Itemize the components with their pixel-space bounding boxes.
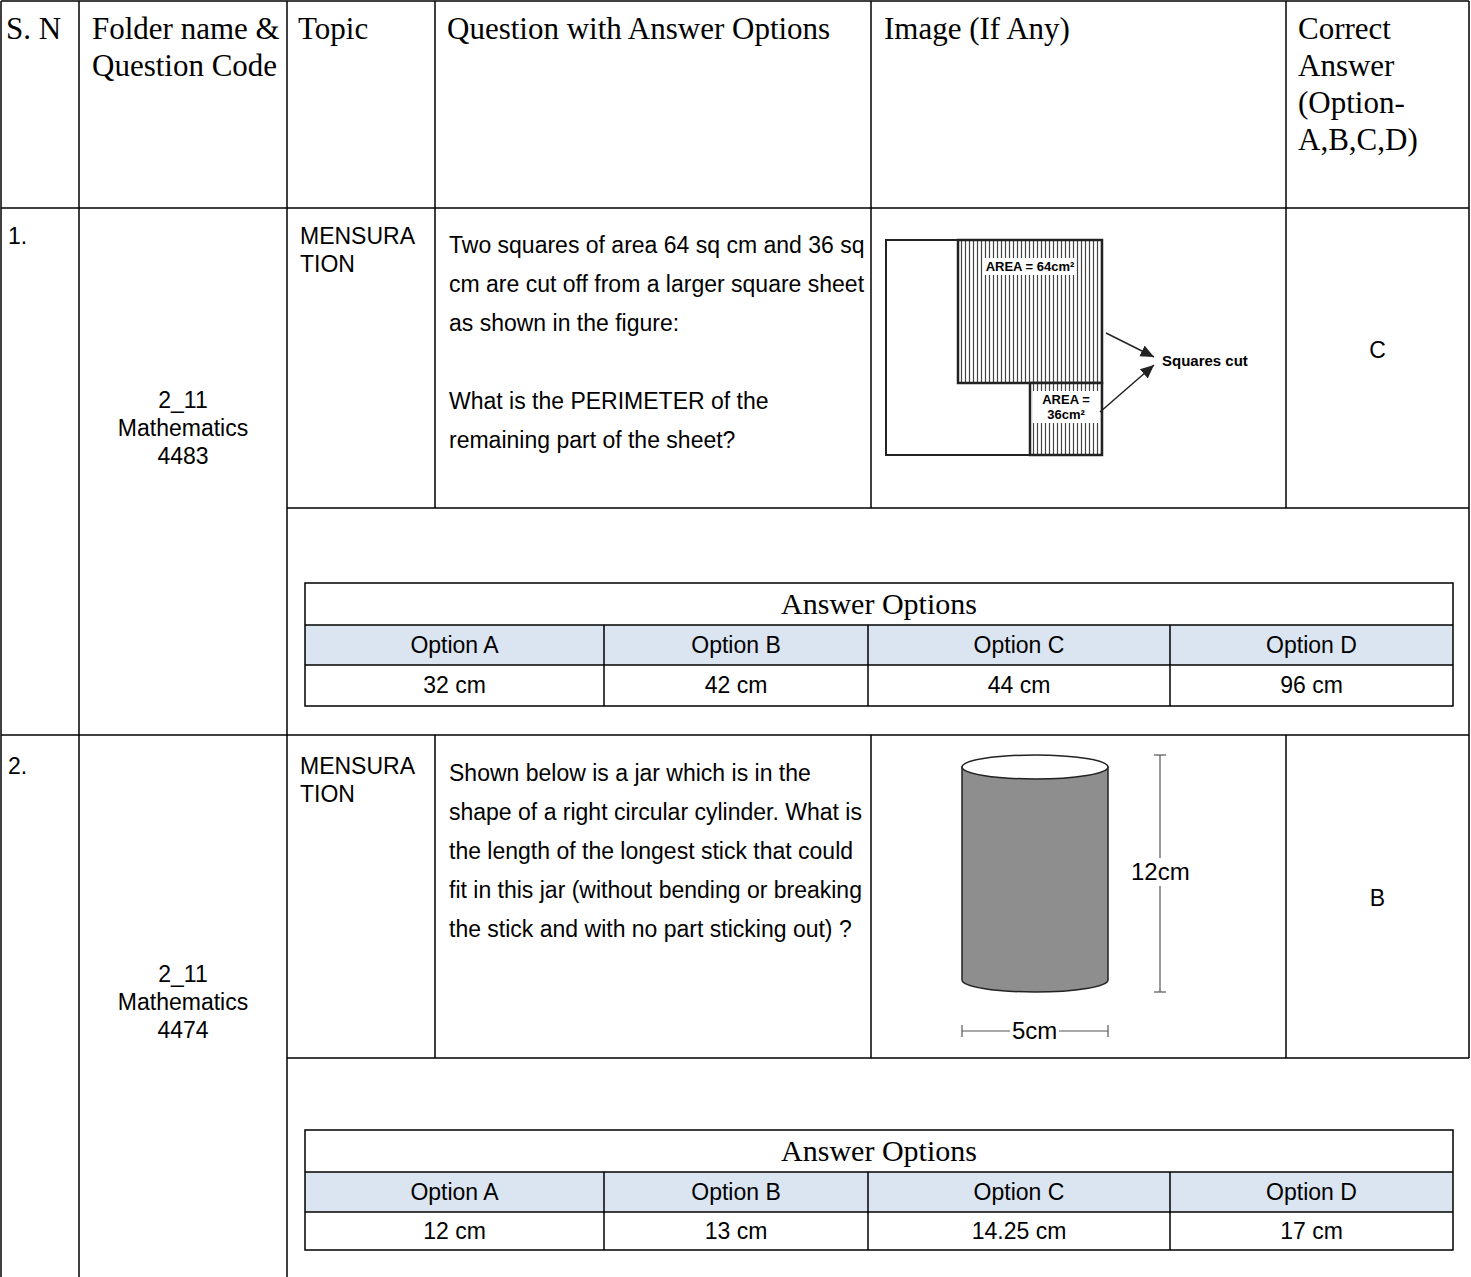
square-sheet-figure <box>886 240 1154 455</box>
question-text: What is the PERIMETER of the remaining p… <box>449 382 865 460</box>
subtable-title: Answer Options <box>305 1132 1453 1170</box>
option-value: 14.25 cm <box>868 1213 1170 1249</box>
topic-cell: MENSURATION <box>300 222 418 278</box>
option-value: 42 cm <box>604 667 868 703</box>
option-header: Option A <box>305 1174 604 1210</box>
area-label: AREA = 36cm² <box>1033 391 1099 423</box>
header-cell: S. N <box>6 10 76 47</box>
area-label: AREA = 64cm² <box>984 258 1077 275</box>
option-header: Option B <box>604 1174 868 1210</box>
option-header: Option C <box>868 1174 1170 1210</box>
option-value: 44 cm <box>868 667 1170 703</box>
cylinder-jar-figure <box>962 755 1166 1037</box>
header-cell: Question with Answer Options <box>447 10 867 47</box>
option-header: Option C <box>868 627 1170 663</box>
serial-number: 1. <box>8 222 74 250</box>
option-value: 17 cm <box>1170 1213 1453 1249</box>
header-cell: Correct Answer (Option-A,B,C,D) <box>1298 10 1468 158</box>
dimension-label: 12cm <box>1129 858 1192 886</box>
question-text: Two squares of area 64 sq cm and 36 sq c… <box>449 226 865 343</box>
correct-answer: B <box>1286 884 1469 912</box>
folder-code: 2_11 Mathematics 4474 <box>113 960 253 1044</box>
option-header: Option A <box>305 627 604 663</box>
option-header: Option D <box>1170 627 1453 663</box>
dimension-label: 5cm <box>1010 1017 1059 1045</box>
topic-cell: MENSURATION <box>300 752 418 808</box>
header-cell: Folder name & Question Code <box>92 10 282 84</box>
header-cell: Topic <box>298 10 430 47</box>
option-header: Option B <box>604 627 868 663</box>
folder-code: 2_11 Mathematics 4483 <box>113 386 253 470</box>
hatched-square: AREA = 64cm² <box>958 240 1102 383</box>
option-value: 13 cm <box>604 1213 868 1249</box>
answer-subtable <box>305 583 1453 706</box>
question-text: Shown below is a jar which is in the sha… <box>449 754 865 949</box>
option-value: 96 cm <box>1170 667 1453 703</box>
serial-number: 2. <box>8 752 74 780</box>
option-value: 32 cm <box>305 667 604 703</box>
option-value: 12 cm <box>305 1213 604 1249</box>
answer-subtable <box>305 1130 1453 1250</box>
option-header: Option D <box>1170 1174 1453 1210</box>
header-cell: Image (If Any) <box>884 10 1284 47</box>
subtable-title: Answer Options <box>305 585 1453 623</box>
figure-label: Squares cut <box>1162 352 1284 370</box>
correct-answer: C <box>1286 336 1469 364</box>
hatched-square: AREA = 36cm² <box>1030 383 1102 455</box>
